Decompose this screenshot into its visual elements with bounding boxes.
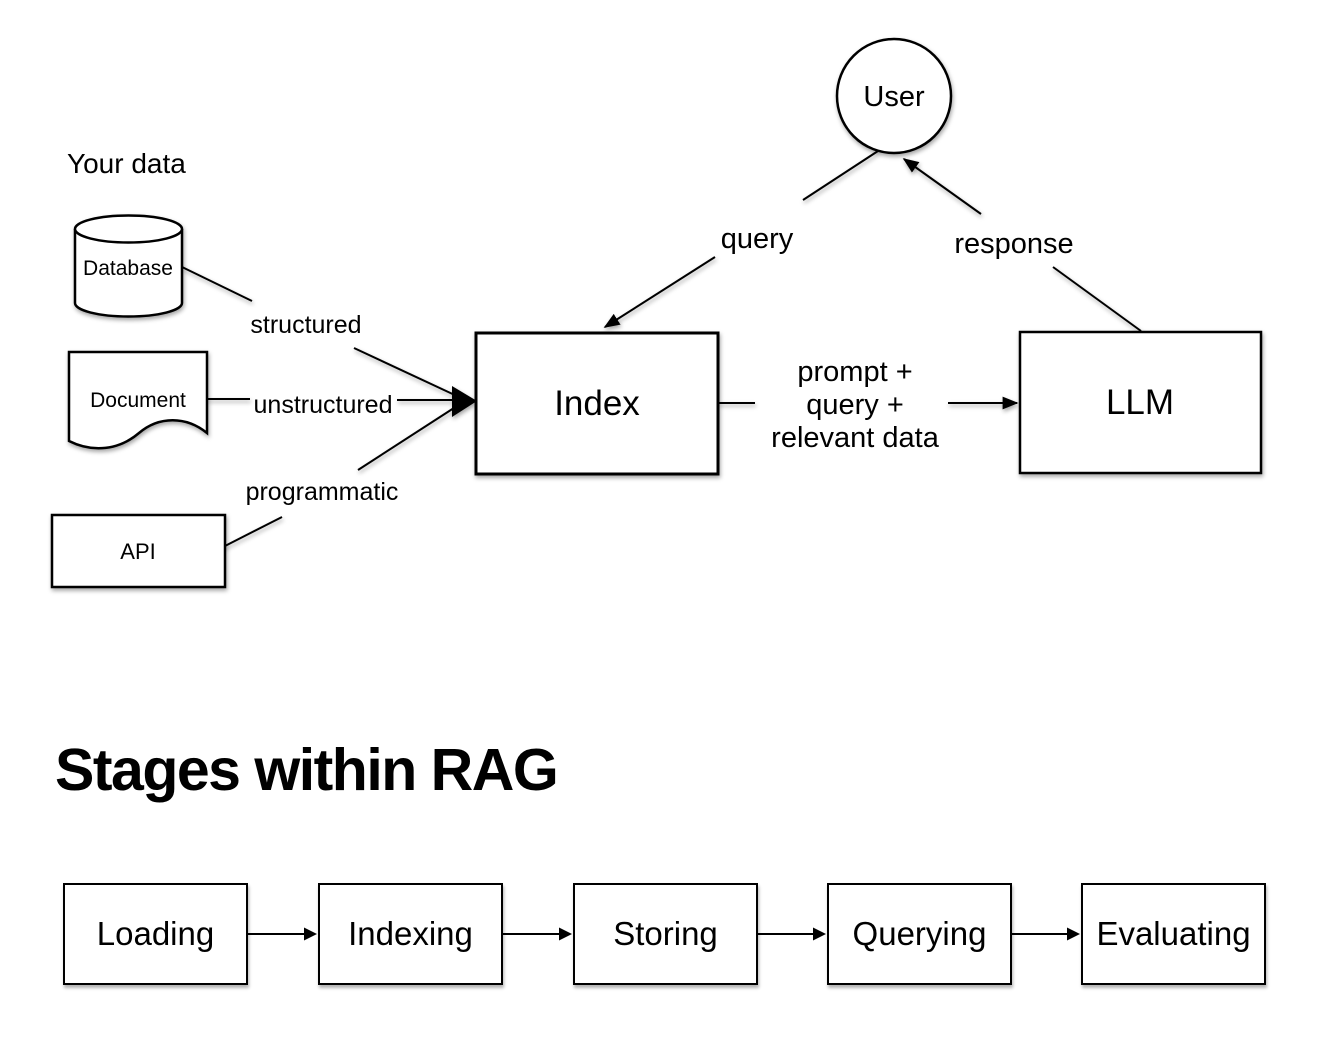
llm-box xyxy=(1018,330,1263,475)
stage-arrow-1 xyxy=(248,927,317,941)
stage-box-evaluating: Evaluating xyxy=(1081,883,1266,985)
stage-box-querying: Querying xyxy=(827,883,1012,985)
prompt-query-data-label-line3: relevant data xyxy=(771,422,940,454)
document-label: Document xyxy=(90,389,186,412)
your-data-label: Your data xyxy=(67,148,186,179)
structured-line-1 xyxy=(181,266,253,302)
document-shape xyxy=(67,350,209,450)
prompt-query-data-label-line1: prompt + xyxy=(797,356,912,388)
programmatic-line-2 xyxy=(357,405,458,471)
api-box xyxy=(50,513,227,589)
response-line-1 xyxy=(1052,266,1142,332)
user-circle xyxy=(835,37,953,155)
database-cylinder-top xyxy=(73,214,184,244)
connector-lines xyxy=(181,150,1142,548)
stages-heading: Stages within RAG xyxy=(55,737,559,803)
prompt-query-data-label-line2: query + xyxy=(806,389,904,421)
stage-box-loading: Loading xyxy=(63,883,248,985)
diagram-shapes xyxy=(50,37,1263,589)
index-box xyxy=(474,331,720,476)
stage-box-indexing: Indexing xyxy=(318,883,503,985)
index-input-arrowhead xyxy=(452,386,477,417)
stage-arrow-2 xyxy=(503,927,572,941)
query-line-1 xyxy=(802,150,879,201)
llm-label: LLM xyxy=(1106,383,1174,422)
response-label: response xyxy=(954,228,1073,260)
programmatic-label: programmatic xyxy=(246,478,399,506)
structured-line-2 xyxy=(353,347,460,398)
index-label: Index xyxy=(554,384,640,423)
query-label: query xyxy=(721,223,794,255)
stage-label-storing: Storing xyxy=(613,915,718,952)
structured-label: structured xyxy=(250,311,361,339)
api-label: API xyxy=(120,539,155,564)
query-line-2 xyxy=(603,256,716,328)
database-label: Database xyxy=(83,257,173,280)
rag-architecture-diagram: Your data User Database Document API str… xyxy=(50,37,1263,589)
user-label: User xyxy=(863,81,925,113)
stage-box-storing: Storing xyxy=(573,883,758,985)
stage-arrow-4 xyxy=(1011,927,1080,941)
programmatic-line-1 xyxy=(222,516,283,548)
stage-label-indexing: Indexing xyxy=(348,915,473,952)
stage-arrow-3 xyxy=(757,927,826,941)
database-cylinder-body xyxy=(73,229,184,318)
stage-label-loading: Loading xyxy=(96,915,215,952)
unstructured-label: unstructured xyxy=(254,391,393,419)
stage-label-querying: Querying xyxy=(852,915,987,952)
stage-label-evaluating: Evaluating xyxy=(1096,915,1251,952)
response-line-2 xyxy=(902,158,982,215)
